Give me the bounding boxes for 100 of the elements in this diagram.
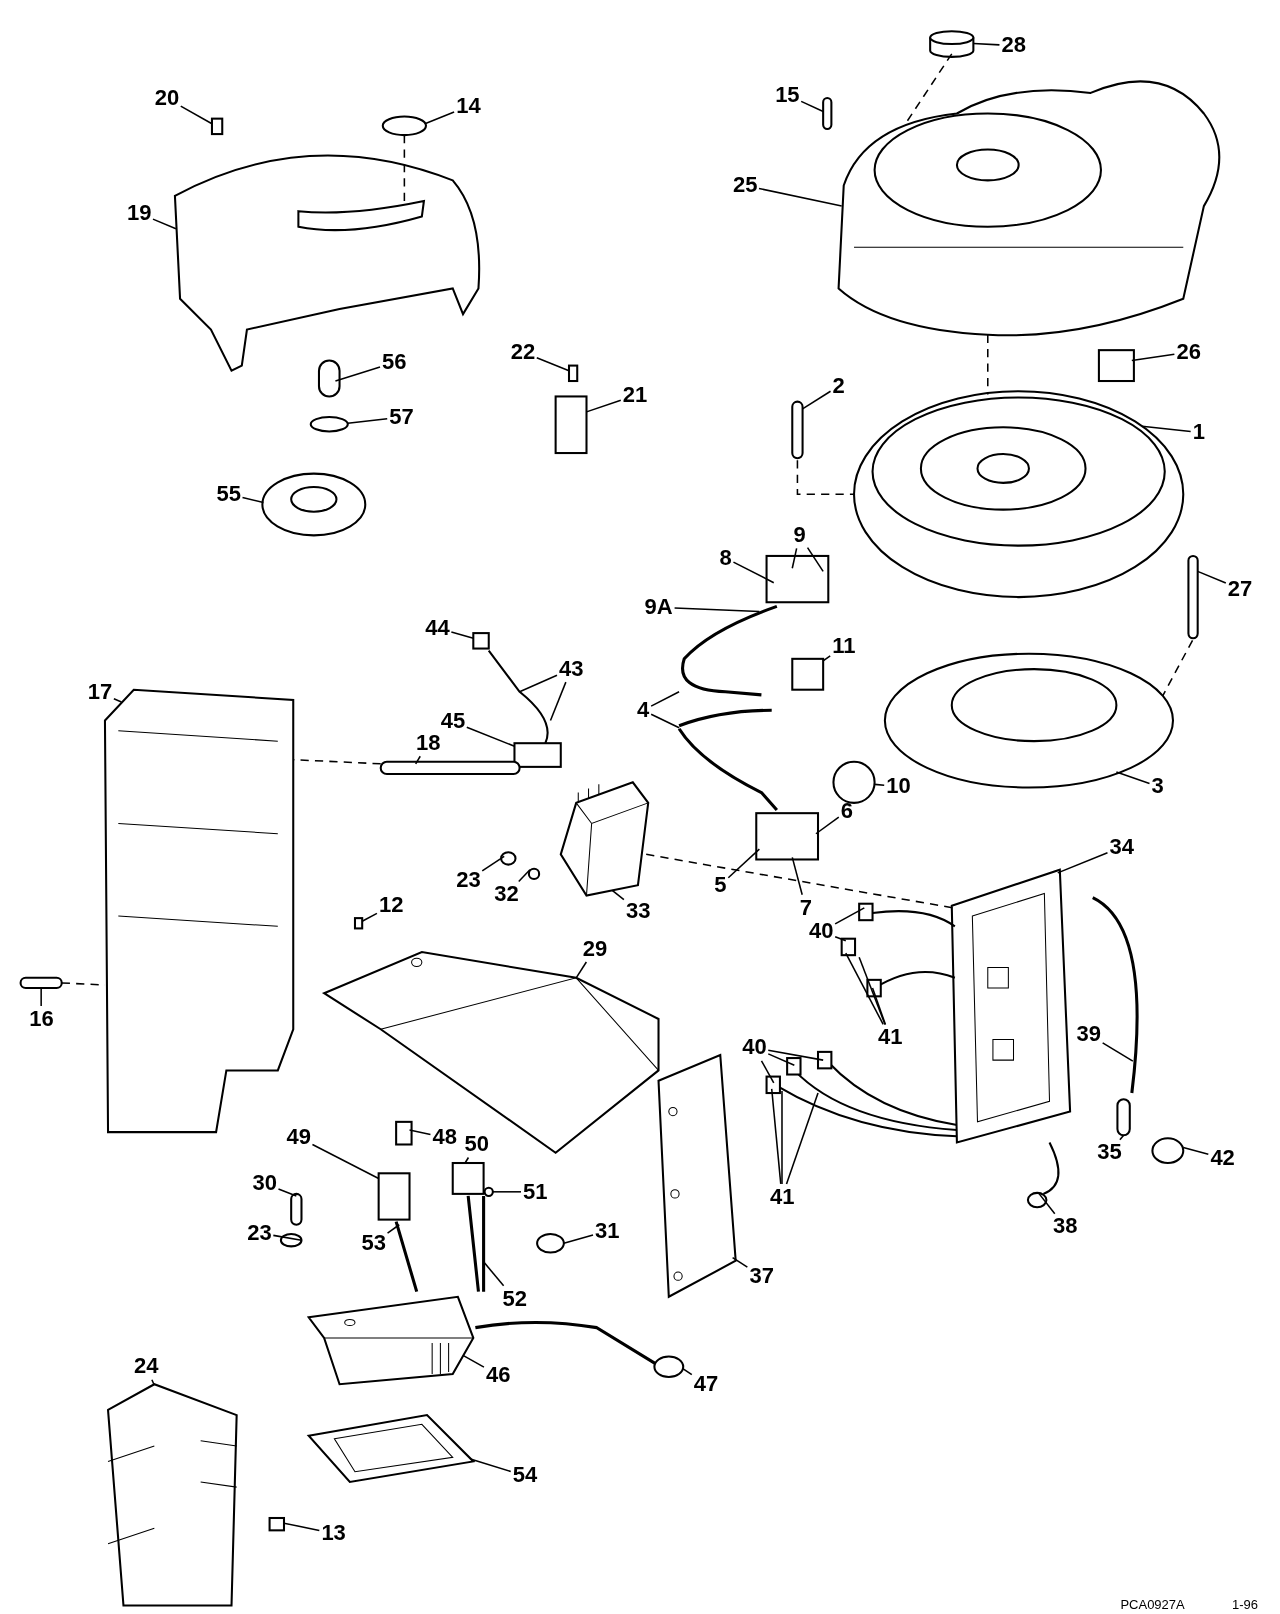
- dashed-alignment-line: [1161, 639, 1194, 697]
- ground-lead-drawing: [1026, 1142, 1060, 1209]
- leader-line: [450, 631, 475, 639]
- callout-number: 38: [1052, 1214, 1078, 1239]
- cover-plate-drawing: [173, 154, 481, 372]
- screw-drawing: [19, 976, 63, 990]
- callout-number: 41: [770, 1184, 795, 1209]
- flywheel-drawing: [853, 390, 1185, 599]
- tie-strap-drawing: [536, 1233, 565, 1254]
- callout-number: 46: [486, 1362, 511, 1387]
- leader-line: [408, 1129, 432, 1136]
- leader-line: [650, 691, 680, 707]
- tie-strap-drawing: [1151, 1137, 1185, 1165]
- callout-number: 6: [840, 798, 854, 823]
- callout-number: 22: [510, 339, 536, 364]
- ignition-lead-drawing: [487, 650, 549, 744]
- leader-line: [758, 187, 843, 207]
- callout-number: 20: [154, 85, 180, 110]
- callout-number: 5: [714, 872, 727, 897]
- callout-number: 56: [382, 350, 407, 375]
- screw-drawing: [353, 917, 364, 930]
- key-drawing: [554, 395, 588, 455]
- callout-number: 13: [321, 1521, 346, 1546]
- callout-number: 49: [286, 1124, 311, 1149]
- callout-number: 23: [247, 1220, 272, 1245]
- leader-line: [152, 218, 177, 230]
- leader-line: [770, 1088, 782, 1185]
- callout-number: 50: [464, 1132, 489, 1157]
- callout-number: 2: [832, 373, 845, 398]
- leader-line: [1101, 1042, 1134, 1062]
- callout-number: 10: [886, 774, 911, 799]
- leader-line: [549, 681, 567, 722]
- leader-line: [785, 1092, 819, 1185]
- connector-drawing: [755, 812, 820, 861]
- screw-drawing: [210, 117, 224, 136]
- leader-line: [518, 674, 558, 693]
- callout-number: 17: [87, 680, 113, 705]
- leader-line: [731, 1256, 749, 1268]
- dashed-alignment-line: [292, 758, 382, 765]
- bolt-drawing: [1187, 554, 1199, 640]
- pulley-drawing: [261, 472, 367, 537]
- callout-number: 44: [425, 615, 450, 640]
- leader-line: [466, 726, 516, 748]
- leader-line: [536, 357, 570, 372]
- callout-number: 35: [1097, 1140, 1122, 1165]
- callout-number: 39: [1076, 1022, 1102, 1047]
- callout-number: 54: [512, 1463, 538, 1488]
- flywheel-cover-drawing: [837, 80, 1221, 337]
- leader-line: [563, 1234, 594, 1245]
- leader-line: [464, 1156, 470, 1164]
- leader-line: [800, 100, 824, 113]
- leader-line: [650, 713, 680, 729]
- connector-drawing: [451, 1162, 485, 1195]
- grommet-drawing: [381, 115, 427, 137]
- callout-number: 15: [775, 82, 800, 107]
- callout-number: 51: [523, 1179, 548, 1204]
- callout-number: 45: [440, 709, 466, 734]
- leader-line: [424, 111, 455, 125]
- leader-line: [873, 783, 885, 786]
- leader-line: [113, 698, 123, 703]
- callout-number: 27: [1227, 576, 1253, 601]
- leader-line: [386, 1224, 400, 1234]
- washer-drawing: [309, 416, 349, 433]
- leader-line: [414, 755, 421, 765]
- dashed-alignment-line: [645, 853, 954, 909]
- gasket-drawing: [306, 1414, 476, 1484]
- leader-line: [1038, 1193, 1056, 1215]
- leader-line: [311, 1143, 380, 1180]
- leader-line: [767, 1053, 796, 1067]
- callout-number: 16: [29, 1006, 54, 1031]
- leader-line: [806, 546, 824, 573]
- ignition-coil-drawing: [559, 781, 650, 897]
- connector-drawing: [765, 554, 830, 604]
- pin-drawing: [483, 1186, 494, 1197]
- callout-number: 19: [126, 201, 152, 225]
- callout-number: 31: [595, 1218, 620, 1243]
- shield-drawing: [106, 1383, 238, 1607]
- leader-line: [791, 856, 803, 896]
- wire-harness-drawing: [677, 604, 779, 812]
- callout-number: 47: [693, 1371, 719, 1396]
- leader-line: [517, 869, 531, 883]
- leader-line: [673, 607, 761, 613]
- callout-number: 11: [832, 634, 856, 659]
- spark-plug-cap-drawing: [472, 632, 490, 650]
- figure-code: 1-96: [1232, 1596, 1259, 1612]
- callout-number: 33: [625, 898, 651, 923]
- leader-line: [334, 366, 381, 382]
- leader-line: [283, 1522, 321, 1532]
- spark-plug-leads-drawing: [840, 902, 956, 998]
- leader-line: [272, 1234, 303, 1241]
- leader-line: [151, 1379, 156, 1387]
- leader-line: [834, 936, 847, 942]
- callout-number: 37: [749, 1263, 774, 1288]
- callout-number: 14: [456, 93, 481, 118]
- screw-drawing: [268, 1516, 285, 1532]
- connector-drawing: [377, 1172, 411, 1221]
- callout-number: 30: [252, 1171, 277, 1196]
- leader-line: [347, 417, 388, 424]
- callout-number: 8: [719, 545, 732, 570]
- leader-line: [481, 855, 505, 872]
